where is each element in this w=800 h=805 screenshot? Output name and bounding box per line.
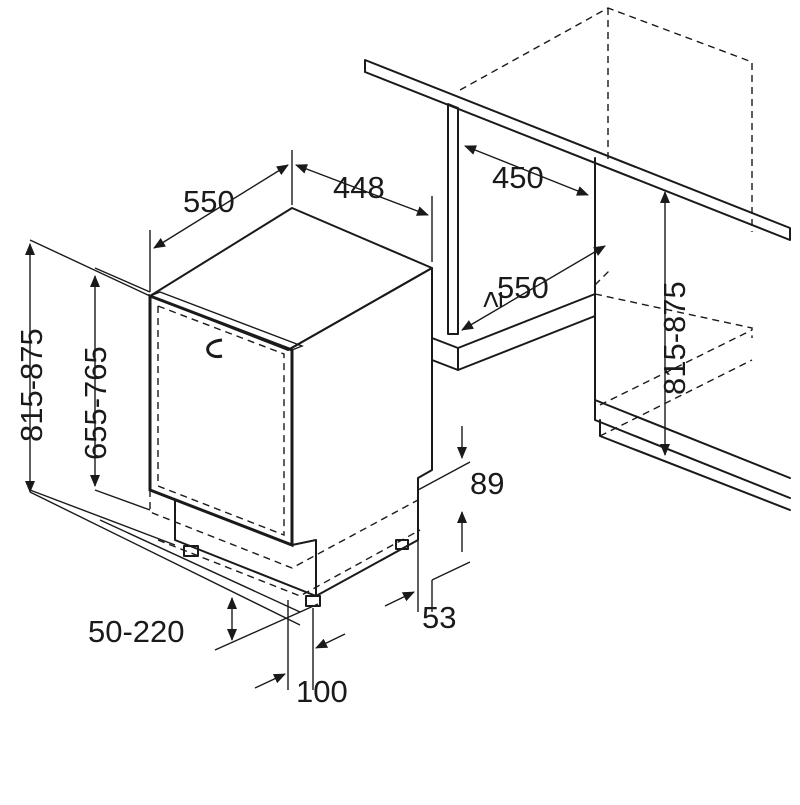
label-niche-width: 450 bbox=[492, 160, 544, 195]
dimension-lines bbox=[25, 150, 471, 690]
dishwasher bbox=[148, 207, 433, 607]
rear-foot-icon bbox=[395, 539, 409, 550]
label-appliance-width: 448 bbox=[333, 170, 385, 205]
dishwasher-top bbox=[149, 207, 433, 351]
kitchen-niche bbox=[364, 7, 791, 511]
label-appliance-height: 815-875 bbox=[14, 328, 49, 442]
label-plinth-height: 89 bbox=[470, 466, 504, 501]
label-appliance-depth: 550 bbox=[183, 184, 235, 219]
niche-outline bbox=[459, 7, 753, 232]
door-handle-icon bbox=[206, 338, 223, 359]
front-left-foot-icon bbox=[183, 545, 199, 557]
label-plinth-depth: 53 bbox=[422, 600, 456, 635]
label-foot-offset: 100 bbox=[296, 674, 348, 709]
countertop bbox=[364, 59, 791, 241]
dishwasher-plinth bbox=[174, 499, 317, 597]
left-cabinet-panel bbox=[447, 103, 459, 335]
label-door-height: 655-765 bbox=[78, 346, 113, 460]
label-niche-depth-symbol: ≥ bbox=[474, 291, 509, 308]
label-niche-depth: 550 bbox=[497, 270, 549, 305]
dimension-labels: 550 448 450 ≥ 550 815-875 815-875 655-76… bbox=[14, 160, 692, 709]
dishwasher-side bbox=[287, 267, 433, 597]
label-foot-height: 50-220 bbox=[88, 614, 185, 649]
label-niche-height: 815-875 bbox=[657, 281, 692, 395]
right-cabinet-panel bbox=[594, 157, 791, 479]
